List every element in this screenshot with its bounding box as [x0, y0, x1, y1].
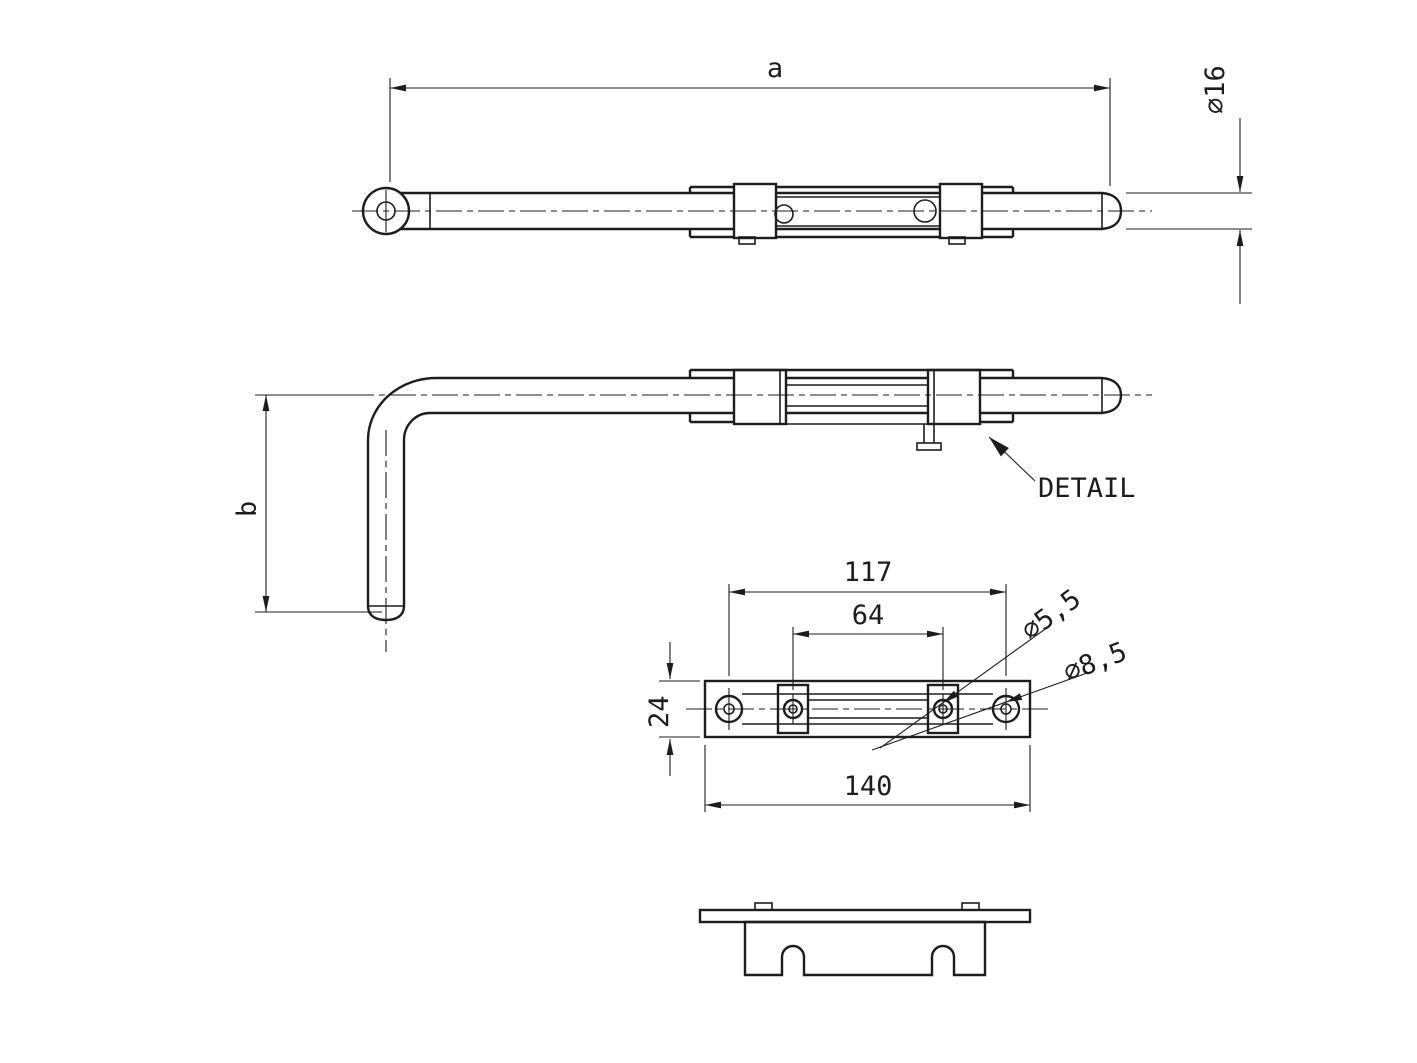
dim-b-label: b	[232, 501, 263, 517]
dimension-a: a	[389, 53, 1111, 186]
screw-head	[913, 199, 937, 223]
dim-64-label: 64	[852, 600, 885, 631]
dimension-140: 140	[704, 745, 1031, 812]
dimension-64: 64	[792, 600, 944, 690]
mount-hole-left	[714, 688, 744, 730]
dia-16-label: ∅16	[1200, 65, 1231, 114]
dimension-117: 117	[728, 557, 1007, 676]
spring-pin	[774, 204, 794, 224]
callout-dia-8-5: ∅8,5	[871, 636, 1131, 751]
handle-leg	[366, 376, 437, 622]
detail-callout: DETAIL	[988, 436, 1136, 504]
bolt-rod-side	[430, 376, 1123, 415]
dim-24-label: 24	[644, 695, 675, 728]
view-front-plate	[686, 679, 1050, 739]
dim-117-label: 117	[844, 557, 893, 588]
set-screw	[916, 424, 942, 451]
mount-hole-right	[991, 688, 1021, 730]
dim-a-label: a	[767, 53, 783, 84]
clamp-block-left	[732, 368, 788, 426]
dia-5-5-label: ∅5,5	[1016, 583, 1087, 646]
view-bottom-plate	[698, 902, 1032, 977]
clamp-block-right	[926, 368, 982, 426]
dim-140-label: 140	[844, 771, 893, 802]
dimension-24: 24	[644, 642, 700, 776]
view-top-bolt	[352, 182, 1152, 245]
plate-flange	[698, 908, 1032, 924]
plate-body-with-slots	[743, 920, 987, 977]
detail-label: DETAIL	[1038, 473, 1136, 504]
dimension-dia16: ∅16	[1126, 65, 1252, 304]
bolt-rod-outline	[400, 191, 1123, 231]
dimension-b: b	[232, 394, 382, 613]
bolt-head-circle	[361, 186, 411, 236]
guide-bracket-side	[688, 368, 1015, 451]
screw-hole-left	[782, 694, 804, 724]
clamp-block-right	[938, 182, 984, 240]
view-side-bolt	[348, 368, 1152, 652]
guide-bracket-top	[688, 182, 1015, 245]
dia-8-5-label: ∅8,5	[1059, 636, 1131, 688]
mounting-plate	[703, 679, 1032, 739]
